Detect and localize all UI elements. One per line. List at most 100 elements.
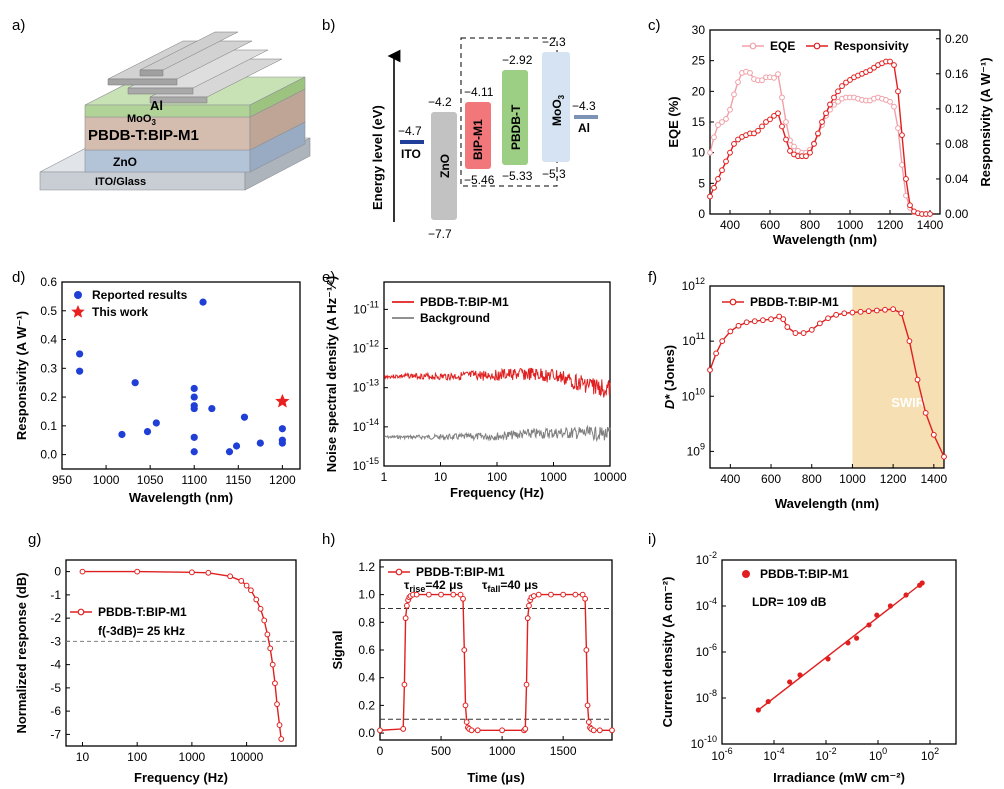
chart-i-xtick-label: 100 bbox=[869, 746, 887, 763]
chart-g-ytick-label: -3 bbox=[50, 634, 61, 648]
chart-c-responsivity-data-point bbox=[847, 77, 853, 83]
chart-g-response-data-point bbox=[269, 661, 276, 668]
chart-g-response-data-point bbox=[278, 736, 285, 742]
chart-f-plot-frame bbox=[709, 285, 945, 469]
chart-c-responsivity-data-point bbox=[811, 141, 817, 147]
chart-i-data-point bbox=[755, 707, 761, 713]
chart-f-xtick-label: 1400 bbox=[920, 472, 947, 486]
chart-h-xtick-label: 500 bbox=[431, 744, 451, 758]
al-value: −4.3 bbox=[572, 99, 596, 113]
chart-d-xtick-label: 1150 bbox=[225, 473, 251, 487]
chart-h-signal-data-point bbox=[425, 591, 432, 598]
chart-c-responsivity-data-point bbox=[831, 94, 837, 101]
chart-g-response-data-point bbox=[227, 573, 234, 580]
chart-g-response-legend-label: PBDB-T:BIP-M1 bbox=[98, 605, 187, 619]
chart-h-signal-data-point bbox=[457, 591, 464, 598]
chart-c-eqe-data-point bbox=[735, 79, 741, 86]
chart-c-eqe-data-point bbox=[715, 122, 721, 128]
chart-h-ylabel: Signal bbox=[330, 630, 345, 669]
chart-e-background-legend-label: Background bbox=[420, 311, 490, 325]
chart-c-responsivity-data-point bbox=[711, 184, 717, 191]
chart-c-ytick-label: 10 bbox=[692, 146, 706, 160]
chart-f-detectivity-data-point bbox=[743, 319, 750, 326]
chart-d-xtick-label: 1000 bbox=[93, 473, 120, 487]
chart-d-xtick-label: 1200 bbox=[269, 473, 296, 487]
chart-c-eqe-data-point bbox=[731, 91, 737, 98]
chart-e-ytick-label: 10-15 bbox=[353, 456, 379, 473]
chart-i-ytick-label: 10-4 bbox=[696, 596, 717, 613]
chart-g-ytick-label: -7 bbox=[50, 727, 61, 741]
al-name: Al bbox=[578, 121, 590, 135]
chart-d-xtick-label: 1100 bbox=[181, 473, 207, 487]
chart-d-ytick-label: 0.3 bbox=[40, 361, 57, 375]
chart-c-responsivity-data-point bbox=[751, 130, 757, 137]
chart-e-xtick-label: 10 bbox=[434, 470, 448, 484]
chart-h-signal-data-point bbox=[403, 602, 410, 609]
chart-d-this-work-legend-star bbox=[71, 305, 85, 318]
chart-d-this-work-star bbox=[275, 393, 290, 408]
chart-d-reported-point bbox=[232, 442, 241, 450]
pbdbt-lumo: −2.92 bbox=[502, 53, 533, 67]
chart-c-ytick-label: 0 bbox=[698, 207, 705, 221]
chart-f-xlabel: Wavelength (nm) bbox=[775, 496, 879, 511]
chart-c-ytick-label: 5 bbox=[698, 176, 705, 190]
al-level-bar bbox=[574, 115, 598, 119]
chart-c-responsivity-data-point bbox=[759, 123, 765, 130]
chart-d-reported-point bbox=[208, 404, 216, 413]
chart-f-xtick-label: 800 bbox=[802, 472, 822, 486]
chart-h-signal-data-point bbox=[438, 591, 444, 598]
chart-d-reported-point bbox=[225, 448, 234, 456]
chart-c-ytick-label: 30 bbox=[692, 23, 706, 37]
chart-c-eqe-data-point bbox=[711, 134, 717, 141]
chart-f-detectivity-data-point bbox=[784, 324, 791, 330]
ito-value: −4.7 bbox=[398, 124, 422, 138]
chart-h-signal-data-point bbox=[535, 591, 542, 598]
chart-c-responsivity-data-point bbox=[719, 167, 725, 174]
chart-c-right-ytick-label: 0.00 bbox=[945, 207, 969, 221]
chart-c-eqe-legend-marker bbox=[749, 42, 757, 50]
chart-f-detectivity-data-point bbox=[776, 313, 783, 320]
chart-d-reported-point bbox=[278, 439, 286, 447]
chart-c-responsivity-legend-label: Responsivity bbox=[834, 39, 909, 53]
chart-h-xtick-label: 0 bbox=[377, 744, 384, 758]
chart-h-signal-data-point bbox=[377, 727, 383, 734]
chart-c-responsivity-data-point bbox=[895, 88, 901, 95]
chart-c-responsivity-data-point bbox=[727, 149, 733, 156]
chart-f-detectivity-legend-label: PBDB-T:BIP-M1 bbox=[750, 295, 839, 309]
chart-c-ytick-label: 25 bbox=[692, 54, 706, 68]
chart-f-detectivity-data-point bbox=[760, 317, 766, 324]
chart-d-ytick-label: 0.0 bbox=[40, 448, 57, 462]
chart-d-reported-point bbox=[190, 393, 198, 401]
chart-h-signal-data-point bbox=[463, 719, 470, 725]
chart-f-detectivity-data-point bbox=[792, 330, 799, 336]
chart-h-signal-data-point bbox=[548, 591, 554, 598]
device-stack-drawing: a) Al MoO3 PBDB-T:BIP-M1 ZnO bbox=[12, 17, 311, 191]
chart-f-detectivity-data-point bbox=[849, 309, 856, 316]
chart-e-ytick-label: 10-12 bbox=[353, 339, 379, 356]
chart-i-data-point bbox=[825, 656, 831, 662]
chart-f-detectivity-data-point bbox=[898, 310, 905, 317]
chart-d-plot-frame bbox=[61, 281, 301, 470]
chart-c-responsivity-data-point bbox=[887, 58, 893, 65]
chart-i-ytick-label: 10-8 bbox=[696, 688, 717, 705]
bipm1-band bbox=[465, 102, 491, 169]
chart-c-responsivity-data-point bbox=[827, 101, 833, 108]
chart-f-detectivity-data-point bbox=[719, 338, 726, 345]
chart-d-this-work-legend-label: This work bbox=[92, 305, 148, 319]
energy-level-diagram: b) Energy level (eV) −4.7 ITO −4.2 −7.7 … bbox=[322, 17, 598, 241]
chart-f-detectivity-data-point bbox=[707, 367, 713, 373]
chart-c-responsivity-data-point bbox=[867, 67, 873, 74]
chart-f-xtick-label: 1200 bbox=[880, 472, 907, 486]
chart-c-eqe-data-point bbox=[895, 125, 901, 132]
chart-c-ytick-label: 20 bbox=[692, 84, 706, 98]
bipm1-lumo: −4.11 bbox=[464, 85, 494, 99]
panel-label-f: f) bbox=[648, 269, 657, 286]
chart-g-xtick-label: 10000 bbox=[230, 750, 264, 764]
chart-e-device-legend-label: PBDB-T:BIP-M1 bbox=[420, 295, 509, 309]
chart-c-responsivity-data-point bbox=[715, 176, 721, 182]
